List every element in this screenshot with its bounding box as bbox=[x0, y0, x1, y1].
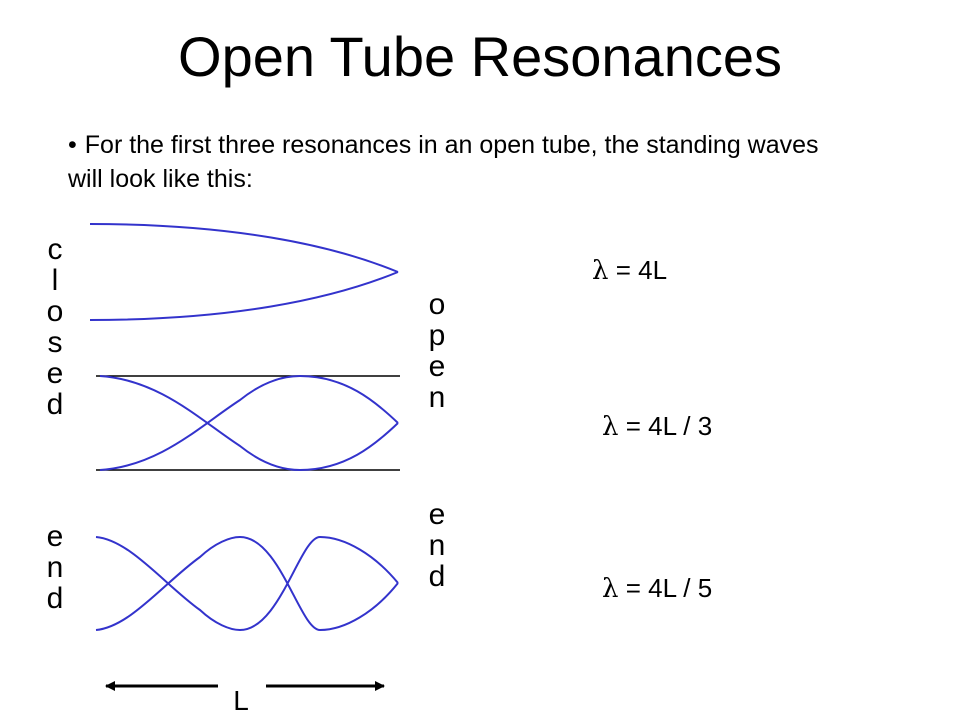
closed-letter: e bbox=[46, 357, 64, 390]
wave-upper-curve bbox=[89, 223, 399, 273]
open-label: o p e n bbox=[417, 289, 457, 413]
wave-lower-curve bbox=[89, 271, 399, 321]
bullet-marker: • bbox=[68, 131, 77, 159]
right-end-letter: n bbox=[428, 529, 446, 562]
wave-curve-b bbox=[95, 535, 399, 632]
formula-text: = 4L bbox=[608, 255, 668, 285]
formula-third-resonance: λ = 4L / 5 bbox=[602, 572, 712, 605]
second-resonance-wave bbox=[96, 374, 400, 472]
left-end-label: e n d bbox=[35, 521, 75, 614]
lambda-symbol: λ bbox=[602, 412, 619, 442]
formula-text: = 4L / 5 bbox=[618, 573, 713, 603]
bullet-point: •For the first three resonances in an op… bbox=[68, 128, 828, 196]
right-end-letter: e bbox=[428, 498, 446, 531]
open-letter: o bbox=[428, 288, 446, 321]
closed-letter: d bbox=[46, 388, 64, 421]
wave-curve-b bbox=[99, 374, 399, 471]
wave-curve-a bbox=[99, 375, 399, 472]
left-end-letter: e bbox=[46, 520, 64, 553]
lambda-symbol: λ bbox=[592, 256, 609, 286]
left-end-letter: d bbox=[46, 582, 64, 615]
formula-first-resonance: λ = 4L bbox=[592, 254, 667, 287]
closed-letter: l bbox=[51, 264, 59, 297]
open-letter: p bbox=[428, 319, 446, 352]
open-letter: e bbox=[428, 350, 446, 383]
bullet-text: For the first three resonances in an ope… bbox=[68, 131, 819, 193]
wave-curve-a bbox=[95, 535, 399, 632]
first-resonance-wave bbox=[89, 223, 399, 321]
slide-title: Open Tube Resonances bbox=[178, 25, 782, 88]
closed-letter: o bbox=[46, 295, 64, 328]
lambda-symbol: λ bbox=[602, 574, 619, 604]
formula-second-resonance: λ = 4L / 3 bbox=[602, 410, 712, 443]
right-end-label: e n d bbox=[417, 499, 457, 592]
length-label: L bbox=[233, 685, 249, 716]
open-letter: n bbox=[428, 381, 446, 414]
third-resonance-wave bbox=[95, 535, 399, 632]
formula-text: = 4L / 3 bbox=[618, 411, 713, 441]
closed-letter: c bbox=[47, 233, 63, 266]
closed-label: c l o s e d bbox=[35, 234, 75, 420]
right-end-letter: d bbox=[428, 560, 446, 593]
left-end-letter: n bbox=[46, 551, 64, 584]
closed-letter: s bbox=[47, 326, 63, 359]
